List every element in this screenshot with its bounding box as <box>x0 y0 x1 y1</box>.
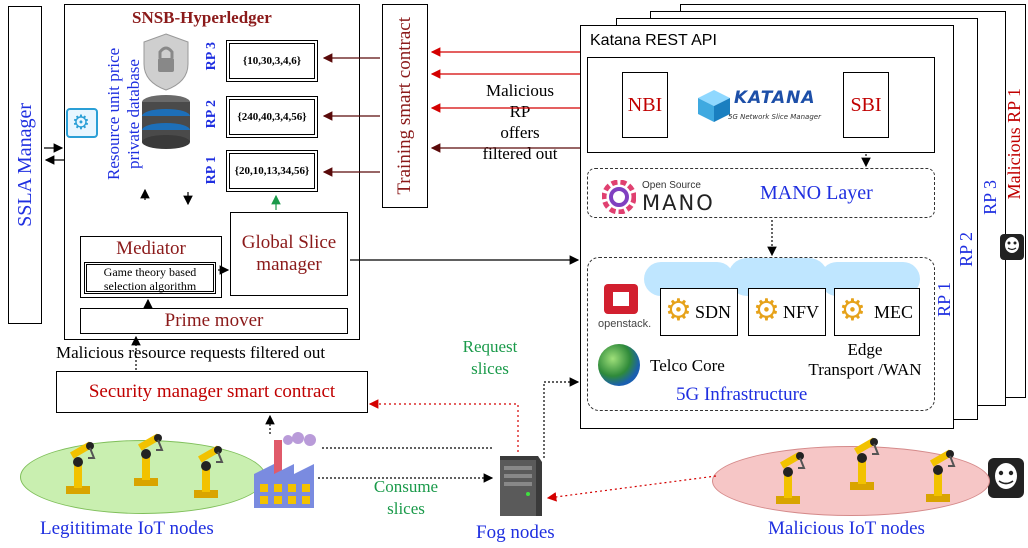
hyperledger-title: SNSB-Hyperledger <box>132 8 272 27</box>
rp2-values-box: {240,40,3,4,56} <box>226 96 318 138</box>
smart-contract-icon: ⚙ <box>66 108 98 138</box>
game-theory-box: Game theory based selection algorithm <box>84 262 216 294</box>
database-icon <box>136 30 196 154</box>
consume-slices-text: Consume slices <box>346 476 466 520</box>
nfv-box: ⚙ NFV <box>748 288 826 336</box>
fog-nodes-label: Fog nodes <box>476 522 555 543</box>
nbi-box: NBI <box>622 72 668 138</box>
sdn-label: SDN <box>694 301 731 322</box>
request-slices-text: Request slices <box>440 336 540 380</box>
nfv-label: NFV <box>782 301 819 322</box>
nbi-label: NBI <box>627 93 663 116</box>
hacker-icon <box>1000 234 1024 260</box>
request-slices-line: Request <box>462 337 518 356</box>
robot-arm-icon <box>918 440 958 509</box>
robot-arm-icon <box>126 424 166 493</box>
openstack-logo: openstack. <box>598 282 658 338</box>
katana-logo: KATANA 5G Network Slice Manager <box>694 86 824 130</box>
rp3-values-box: {10,30,3,4,6} <box>226 40 318 82</box>
security-manager-box: Security manager smart contract <box>56 371 368 413</box>
infra-title: 5G Infrastructure <box>676 384 808 405</box>
consume-slices-line: Consume <box>373 477 439 496</box>
gear-icon: ⚙ <box>72 112 90 134</box>
robot-arm-icon <box>768 442 808 511</box>
rp2-values: {240,40,3,4,56} <box>237 111 307 123</box>
infra-box <box>587 257 935 411</box>
consume-slices-line: slices <box>387 499 425 518</box>
malicious-rp-filtered-line: Malicious <box>486 81 554 100</box>
katana-api-label: Katana REST API <box>590 32 717 49</box>
mec-label: MEC <box>873 301 913 322</box>
fog-to-infra-arrow <box>543 377 580 458</box>
malicious-rp-filtered-line: offers <box>500 123 540 142</box>
mano-layer-label: MANO Layer <box>760 182 873 204</box>
mano-layer-box <box>587 168 935 218</box>
gear-icon: ⚙ <box>665 294 692 327</box>
rp1-values: {20,10,13,34,56} <box>234 165 310 177</box>
malicious-requests-filtered-text: Malicious resource requests filtered out <box>56 343 326 362</box>
robot-arm-icon <box>842 428 882 497</box>
telco-core-label: Telco Core <box>650 356 725 375</box>
global-slice-manager-label: Global Slice manager <box>241 232 337 275</box>
game-theory-label: Game theory based selection algorithm <box>103 265 197 293</box>
transport-label: Transport /WAN <box>808 360 922 379</box>
rp3-values: {10,30,3,4,6} <box>242 55 302 67</box>
globe-icon <box>598 344 640 386</box>
osm-logo: Open Source MANO <box>602 178 722 215</box>
fog-to-security-arrow <box>368 399 519 452</box>
sbi-label: SBI <box>850 93 882 116</box>
request-slices-line: slices <box>471 359 509 378</box>
factory-icon <box>248 430 328 515</box>
training-smart-contract-box: Training smart contract <box>382 4 428 208</box>
hacker-icon-malicious-iot <box>988 458 1024 498</box>
global-slice-manager-box: Global Slice manager <box>230 212 348 296</box>
osm-small-label: Open Source <box>642 180 701 191</box>
security-manager-label: Security manager smart contract <box>88 381 336 402</box>
sbi-box: SBI <box>843 72 889 138</box>
malicious-rp-filtered-text: Malicious RP offers filtered out <box>470 80 570 164</box>
malicious-iot-label: Malicious IoT nodes <box>768 518 925 539</box>
edge-label: Edge <box>847 340 883 359</box>
fog-server-icon <box>490 452 548 525</box>
gear-icon: ⚙ <box>753 294 780 327</box>
katana-logo-subtitle: 5G Network Slice Manager <box>728 113 821 121</box>
rp1-values-box: {20,10,13,34,56} <box>226 150 318 192</box>
prime-mover-box: Prime mover <box>80 308 348 334</box>
malicious-rp-filtered-line: RP <box>509 102 531 121</box>
malicious-to-fog-arrow <box>546 475 717 502</box>
legit-iot-label: Legititimate IoT nodes <box>40 518 214 539</box>
osm-big-label: MANO <box>642 191 715 215</box>
sdn-box: ⚙ SDN <box>660 288 738 336</box>
malicious-rp-filtered-line: filtered out <box>482 144 558 163</box>
prime-mover-label: Prime mover <box>164 310 264 331</box>
gear-icon: ⚙ <box>839 294 866 327</box>
robot-arm-icon <box>58 432 98 501</box>
robot-arm-icon <box>186 436 226 505</box>
mediator-label: Mediator <box>116 238 186 259</box>
katana-logo-text: KATANA <box>734 88 816 108</box>
ssla-manager-box: SSLA Manager <box>8 6 42 324</box>
mec-box: ⚙ MEC <box>834 288 920 336</box>
openstack-label: openstack. <box>598 318 652 330</box>
